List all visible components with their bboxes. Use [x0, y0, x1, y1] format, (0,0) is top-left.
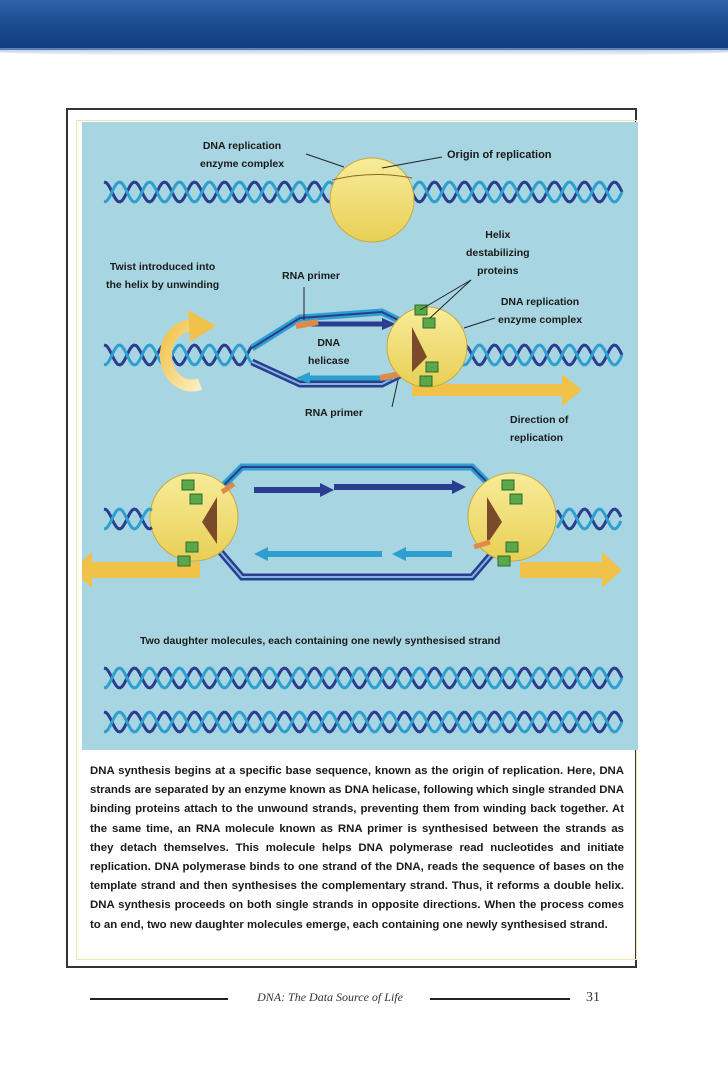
daughter-helix-2: [103, 710, 624, 734]
footer-rule-right: [430, 998, 570, 1000]
label-daughter-molecules: Two daughter molecules, each containing …: [140, 635, 501, 647]
label-direction-of-replication: Direction of replication: [510, 414, 569, 444]
dna-helix-middle: [103, 343, 624, 367]
replication-complex-right: [386, 279, 582, 406]
label-helix-destabilizing-proteins: Helix destabilizing proteins: [466, 229, 530, 277]
caption-paragraph: DNA synthesis begins at a specific base …: [90, 765, 624, 931]
label-replication-complex-top: DNA replication enzyme complex: [200, 140, 285, 170]
dna-helix-bottom-ends: [103, 507, 623, 531]
label-rna-primer-top: RNA primer: [282, 270, 340, 282]
label-twist: Twist introduced into the helix by unwin…: [106, 261, 220, 291]
label-dna-helicase: DNA helicase: [308, 337, 350, 367]
label-rna-primer-bottom: RNA primer: [305, 407, 363, 419]
replication-bubble-bottom: [82, 463, 622, 588]
header-band: [0, 0, 728, 56]
replication-fork-middle: [250, 287, 404, 408]
footer-rule-left: [90, 998, 228, 1000]
twist-arrow-icon: [159, 310, 216, 392]
diagram-svg: [82, 153, 624, 734]
page-number: 31: [586, 990, 600, 1005]
footer-book-title: DNA: The Data Source of Life: [257, 990, 403, 1004]
label-replication-complex-right: DNA replication enzyme complex: [498, 296, 583, 326]
label-origin-of-replication: Origin of replication: [447, 149, 552, 161]
daughter-helix-1: [103, 666, 624, 690]
origin-enzyme: [305, 153, 443, 243]
dna-replication-diagram: DNA replication enzyme complex Origin of…: [82, 122, 638, 750]
